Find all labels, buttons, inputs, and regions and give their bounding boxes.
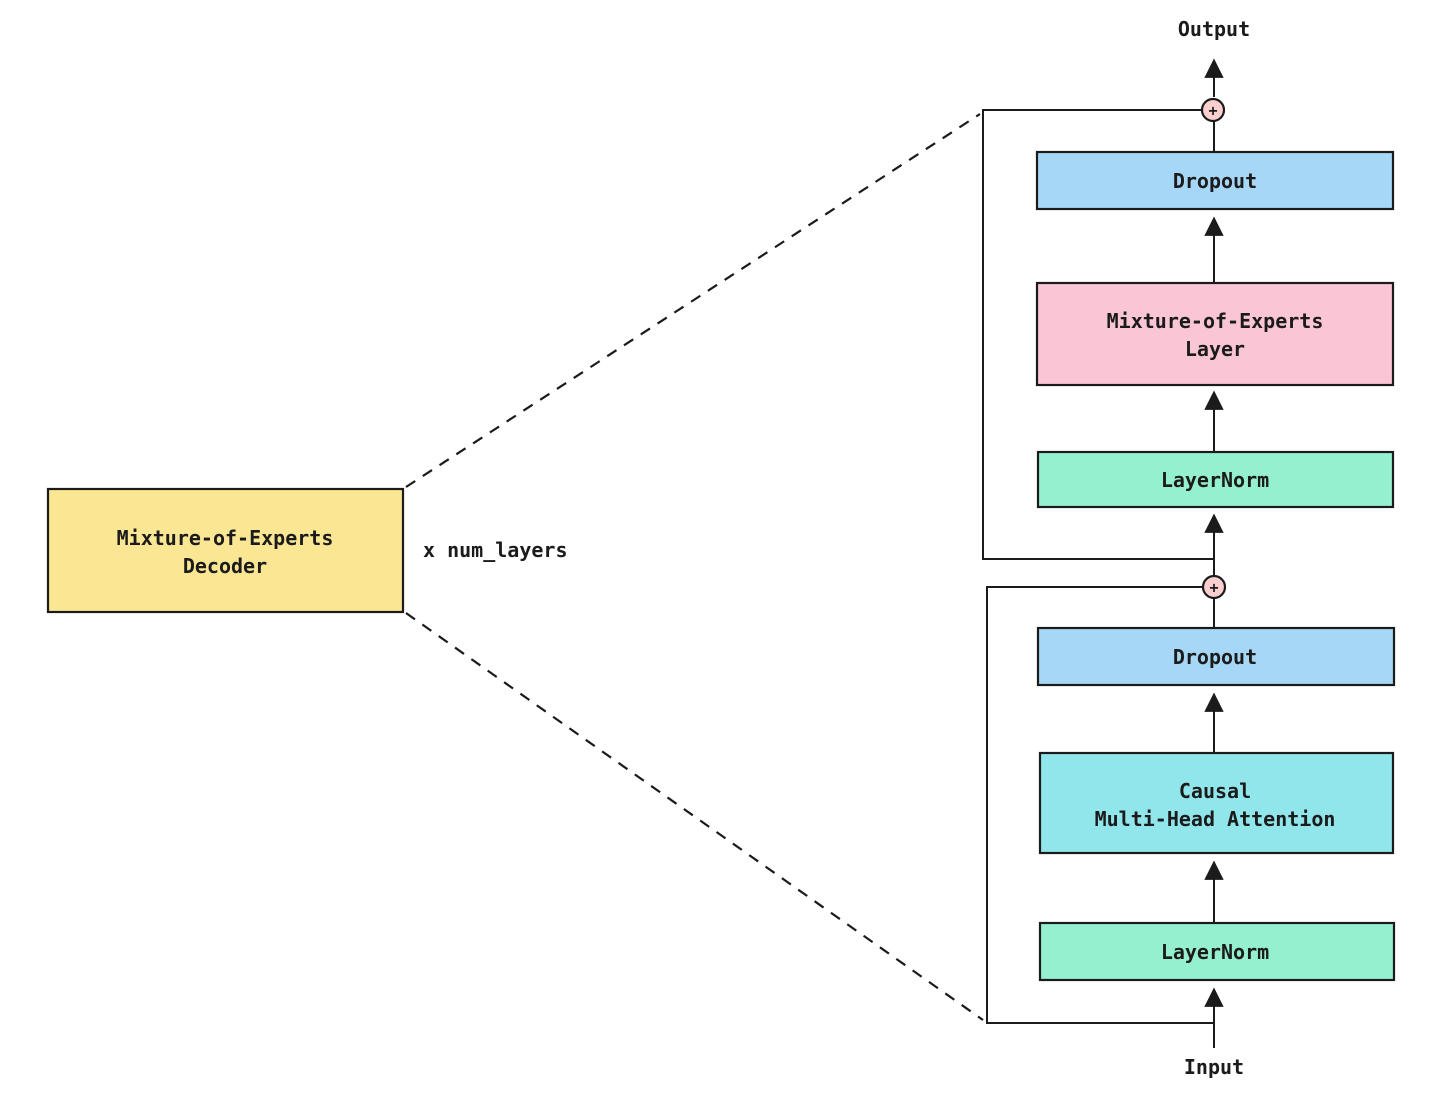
- attention-label-line1: Causal: [1179, 779, 1251, 803]
- residual-connection-bottom: [986, 586, 1214, 1024]
- dropout-top-box: [1035, 150, 1395, 211]
- moe-layer-label-line1: Mixture-of-Experts: [1107, 309, 1324, 333]
- dropout-bottom-label: Dropout: [1173, 645, 1257, 669]
- num-layers-label: x num_layers: [423, 538, 568, 562]
- layernorm-top-label: LayerNorm: [1161, 468, 1269, 492]
- dashed-expansion-line-top: [405, 113, 981, 488]
- moe-layer-label-line2: Layer: [1185, 337, 1245, 361]
- layernorm-bottom-label: LayerNorm: [1161, 940, 1269, 964]
- layernorm-top-box: [1036, 450, 1395, 509]
- dropout-top-label: Dropout: [1173, 169, 1257, 193]
- dropout-bottom-box: [1036, 626, 1396, 687]
- decoder-box-label-line2: Decoder: [183, 554, 267, 578]
- layernorm-bottom-box: [1038, 921, 1396, 982]
- moe-layer-box: [1035, 281, 1395, 387]
- attention-box: [1038, 751, 1395, 855]
- decoder-box-label-line1: Mixture-of-Experts: [117, 526, 334, 550]
- output-label: Output: [1178, 17, 1250, 41]
- plus-icon: +: [1208, 102, 1217, 120]
- dashed-expansion-line-bottom: [405, 612, 984, 1021]
- attention-label-line2: Multi-Head Attention: [1095, 807, 1336, 831]
- residual-add-top: [1200, 97, 1226, 123]
- input-label: Input: [1184, 1055, 1244, 1079]
- residual-add-bottom: [1201, 574, 1227, 600]
- plus-icon: +: [1209, 579, 1218, 597]
- decoder-box: [46, 487, 405, 614]
- residual-connection-top: [982, 109, 1214, 560]
